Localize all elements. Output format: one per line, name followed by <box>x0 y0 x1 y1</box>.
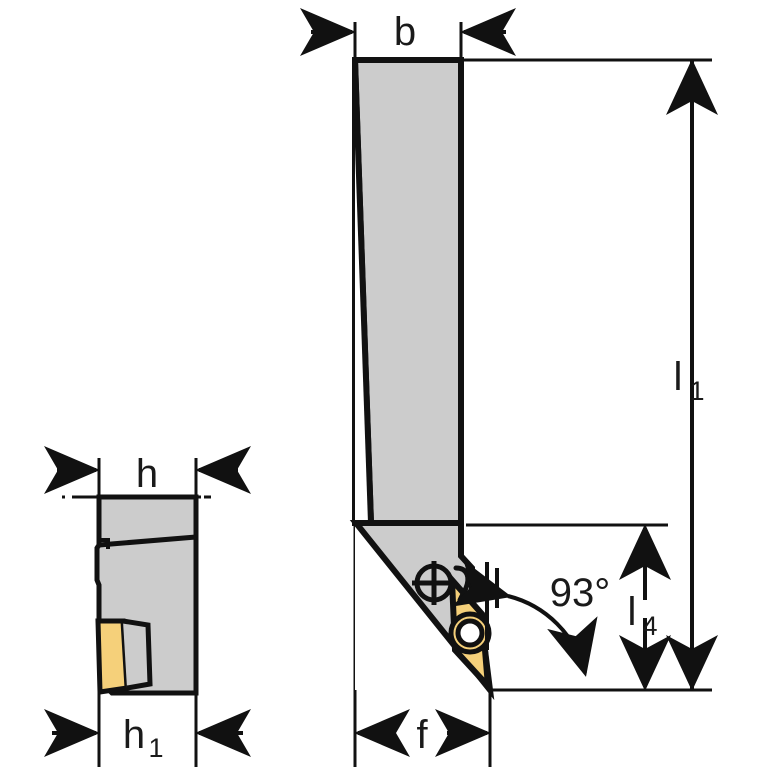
dimension-l1-label-base: l <box>674 355 683 399</box>
side-view-insert <box>95 618 130 695</box>
crosshair-target-icon <box>412 561 456 605</box>
angle-arc <box>451 560 598 677</box>
dimension-f: f <box>354 709 491 757</box>
angle-label-93: 93° <box>550 571 611 615</box>
side-view-group: h h 1 <box>44 446 251 767</box>
angle-dimension-93: 93° <box>451 560 611 677</box>
dimension-l1: l 1 <box>666 59 718 691</box>
dimension-h1-label-base: h <box>123 713 145 757</box>
dimension-l1-label-sub: 1 <box>689 376 704 406</box>
dimension-f-label: f <box>416 713 428 757</box>
dimension-h1: h 1 <box>44 709 251 763</box>
dimension-l4-label-base: l <box>628 590 637 634</box>
insert-screw-hole-inner-ring <box>455 618 485 648</box>
dimension-h: h <box>44 446 251 500</box>
dimension-l4-label-sub: 4 <box>642 611 657 641</box>
dimension-h-label: h <box>136 452 158 496</box>
top-view-shank-left-edge <box>352 59 374 524</box>
side-view-step-notch <box>99 538 110 549</box>
side-view-insert-facet <box>122 618 153 691</box>
top-view-group: b l 1 l 4 93° <box>300 7 718 767</box>
dimension-b: b <box>300 7 516 56</box>
side-view-face-split-line <box>98 534 197 548</box>
dimension-b-label: b <box>394 10 416 54</box>
dimension-l4: l 4 <box>619 524 671 691</box>
dimension-h1-label-sub: 1 <box>148 733 163 763</box>
